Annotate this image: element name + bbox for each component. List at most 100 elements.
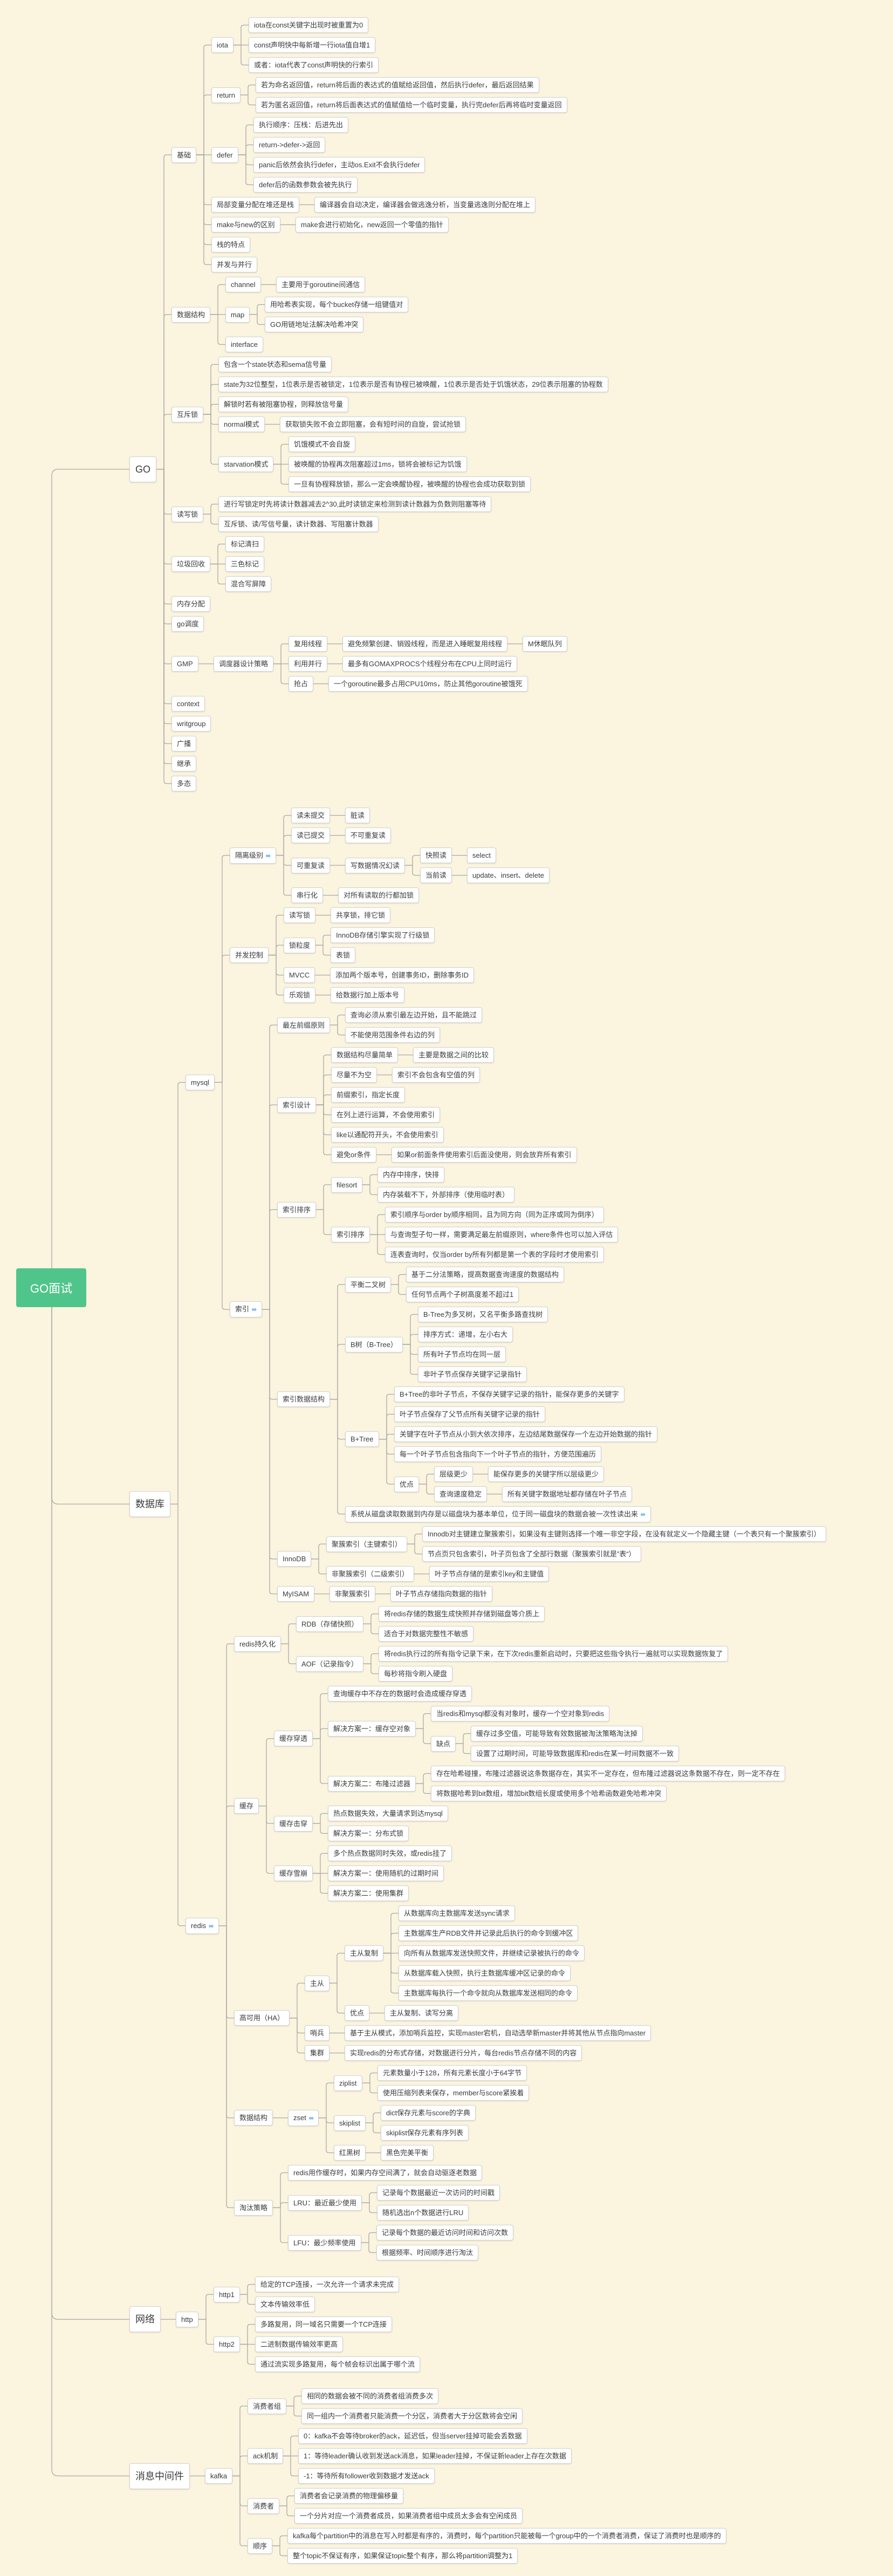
leaf-topic[interactable]: 若为命名返回值，return将后面的表达式的值赋给返回值，然后执行defer，最… [256,77,539,93]
subtopic[interactable]: 读写锁 [284,907,316,923]
leaf-topic[interactable]: kafka每个partition中的消息在写入时都是有序的，消费时，每个part… [287,2528,726,2544]
leaf-topic[interactable]: writgroup [171,716,211,732]
leaf-topic[interactable]: 记录每个数据的最近访问时间和访问次数 [376,2225,514,2240]
subtopic[interactable]: filesort [331,1177,363,1193]
subtopic[interactable]: 解决方案一：缓存空对象 [328,1720,416,1737]
leaf-topic[interactable]: 根据频率、时间顺序进行淘汰 [376,2245,479,2260]
leaf-topic[interactable]: interface [225,337,263,352]
subtopic[interactable]: 缓存穿透 [274,1731,313,1747]
leaf-topic[interactable]: 当redis和mysql都没有对象时，缓存一个空对象到redis [431,1706,610,1721]
leaf-topic[interactable]: 同一组内一个消费者只能消费一个分区，消费者大于分区数将会空闲 [301,2408,523,2424]
leaf-topic[interactable]: 设置了过期时间，可能导致数据库和redis在某一时间数据不一致 [471,1746,679,1761]
leaf-topic[interactable]: 任何节点两个子树高度差不超过1 [406,1287,519,1302]
subtopic[interactable]: 消费者组 [248,2398,287,2414]
leaf-topic[interactable]: 共享锁，排它锁 [331,907,391,923]
subtopic[interactable]: ack机制 [248,2448,284,2464]
leaf-topic[interactable]: 内存分配 [171,596,211,612]
main-topic[interactable]: 网络 [129,2306,161,2333]
leaf-topic[interactable]: like以通配符开头，不会使用索引 [331,1127,444,1143]
subtopic[interactable]: ziplist [334,2075,362,2091]
subtopic[interactable]: skiplist [334,2115,366,2131]
subtopic[interactable]: 数据结构 [234,2110,273,2126]
subtopic[interactable]: 查询速度稳定 [434,1486,487,1502]
main-topic[interactable]: 数据库 [129,1491,170,1517]
leaf-topic[interactable]: 主数据库每执行一个命令就向从数据库发送相同的命令 [399,1985,578,2001]
leaf-topic[interactable]: -1：等待所有follower收到数据才发送ack [298,2468,435,2484]
subtopic[interactable]: kafka [205,2468,233,2484]
leaf-topic[interactable]: 使用压缩列表来保存，member与score紧挨着 [377,2085,530,2101]
leaf-topic[interactable]: B-Tree为多叉树，又名平衡多路查找树 [418,1307,548,1322]
leaf-topic[interactable]: 基于二分法策略，提高数据查询速度的数据结构 [406,1267,565,1282]
leaf-topic[interactable]: 继承 [171,756,197,771]
subtopic[interactable]: 哨兵 [305,2025,330,2041]
leaf-topic[interactable]: 执行顺序：压栈：后进先出 [253,117,349,133]
leaf-topic[interactable]: 被唤醒的协程再次阻塞超过1ms，锁将会被标记为饥饿 [288,456,467,472]
leaf-topic[interactable]: 三色标记 [225,556,265,572]
leaf-topic[interactable]: state为32位整型，1位表示是否被锁定，1位表示是否有协程已被唤醒，1位表示… [218,377,608,392]
subtopic[interactable]: 顺序 [248,2538,273,2554]
subtopic[interactable]: 索引∞ [230,1301,262,1318]
subtopic[interactable]: GMP [171,656,198,672]
leaf-topic[interactable]: return->defer->返回 [253,137,326,153]
subtopic[interactable]: 当前读 [420,867,452,883]
subtopic[interactable]: http1 [214,2286,240,2302]
leaf-topic[interactable]: 解锁时若有被阻塞协程，则释放信号量 [218,397,349,412]
leaf-topic[interactable]: B+Tree的非叶子节点，不保存关键字记录的指针，能保存更多的关键字 [394,1386,624,1402]
subtopic[interactable]: 缓存雪崩 [274,1866,313,1881]
leaf-topic[interactable]: 适合于对数据完整性不敏感 [379,1626,474,1642]
subtopic[interactable]: 局部变量分配在堆还是栈 [211,197,300,213]
leaf-topic[interactable]: 主从复制、读写分离 [384,2005,459,2021]
leaf-topic[interactable]: 广播 [171,736,197,751]
subtopic[interactable]: MVCC [284,967,315,983]
leaf-topic[interactable]: 查询缓存中不存在的数据时会造成缓存穿透 [328,1686,472,1702]
subtopic[interactable]: LFU：最少频率使用 [288,2235,361,2251]
leaf-topic[interactable]: 文本传输效率低 [255,2297,315,2312]
leaf-topic[interactable]: 将数据哈希到bit数组，增加bit数组长度或使用多个哈希函数避免哈希冲突 [431,1786,667,1801]
subtopic[interactable]: 非聚簇索引（二级索引） [326,1566,415,1582]
subtopic[interactable]: 读未提交 [291,808,331,823]
leaf-topic[interactable]: 所有叶子节点均在同一层 [418,1347,506,1362]
leaf-topic[interactable]: InnoDB存储引擎实现了行级锁 [331,927,435,943]
subtopic[interactable]: 互斥锁 [171,406,204,422]
leaf-topic[interactable]: 记录每个数据最近一次访问的时间戳 [377,2185,500,2201]
leaf-topic[interactable]: const声明快中每新增一行iota值自增1 [249,37,376,53]
leaf-topic[interactable]: 基于主从模式，添加哨兵监控，实现master宕机，自动选举新master并将其他… [345,2025,651,2041]
subtopic[interactable]: 红黑树 [334,2145,366,2161]
subtopic[interactable]: 并发控制 [230,947,269,963]
subtopic[interactable]: 平衡二叉树 [345,1276,391,1293]
leaf-topic[interactable]: 主要是数据之间的比较 [413,1047,494,1063]
link-icon[interactable]: ∞ [266,851,271,859]
leaf-topic[interactable]: 脏读 [345,808,370,823]
subtopic[interactable]: map [225,306,250,323]
subtopic[interactable]: 串行化 [291,887,324,903]
subtopic[interactable]: InnoDB [277,1551,312,1567]
subtopic[interactable]: 乐观锁 [284,987,316,1003]
leaf-topic[interactable]: 栈的特点 [211,237,251,252]
subtopic[interactable]: 优点 [394,1476,420,1492]
leaf-topic[interactable]: GO用链地址法解决哈希冲突 [265,317,364,332]
leaf-topic[interactable]: 内存装载不下，外部排序（使用临时表） [377,1187,515,1202]
leaf-topic[interactable]: 一个分片对应一个消费者成员，如果消费者组中成员太多会有空闲成员 [294,2508,523,2524]
subtopic[interactable]: B+Tree [345,1431,379,1447]
subtopic[interactable]: 避免频繁创建、销毁线程，而是进入睡眠复用线程 [342,636,508,652]
leaf-topic[interactable]: 实现redis的分布式存储，对数据进行分片，每台redis节点存储不同的内容 [345,2045,582,2061]
subtopic[interactable]: RDB（存储快照） [296,1616,364,1632]
leaf-topic[interactable]: 添加两个版本号，创建事务ID，删除事务ID [330,967,475,983]
leaf-topic[interactable]: 或者：iota代表了const声明快的行索引 [249,57,379,73]
leaf-topic[interactable]: 黑色完美平衡 [381,2145,434,2161]
subtopic[interactable]: 可重复读 [291,857,331,873]
subtopic[interactable]: 避免or条件 [331,1147,376,1163]
subtopic[interactable]: 基础 [171,147,197,163]
leaf-topic[interactable]: 非叶子节点保存关键字记录指针 [418,1366,527,1382]
leaf-topic[interactable]: 进行写锁定时先将读计数器减去2^30,此时读锁定来检测到读计数器为负数则阻塞等待 [218,496,492,512]
subtopic[interactable]: B树（B-Tree） [345,1336,403,1352]
leaf-topic[interactable]: 前缀索引，指定长度 [331,1087,406,1103]
subtopic[interactable]: 索引排序 [277,1201,317,1218]
leaf-topic[interactable]: 混合写屏障 [225,576,272,592]
subtopic[interactable]: zset∞ [288,2109,319,2126]
subtopic[interactable]: 高可用（HA） [234,2010,290,2026]
leaf-topic[interactable]: 多个热点数据同时失效，或redis挂了 [328,1846,452,1861]
subtopic[interactable]: 索引数据结构 [277,1391,331,1407]
subtopic[interactable]: 非聚簇索引 [329,1586,376,1602]
subtopic[interactable]: normal模式 [218,416,265,432]
